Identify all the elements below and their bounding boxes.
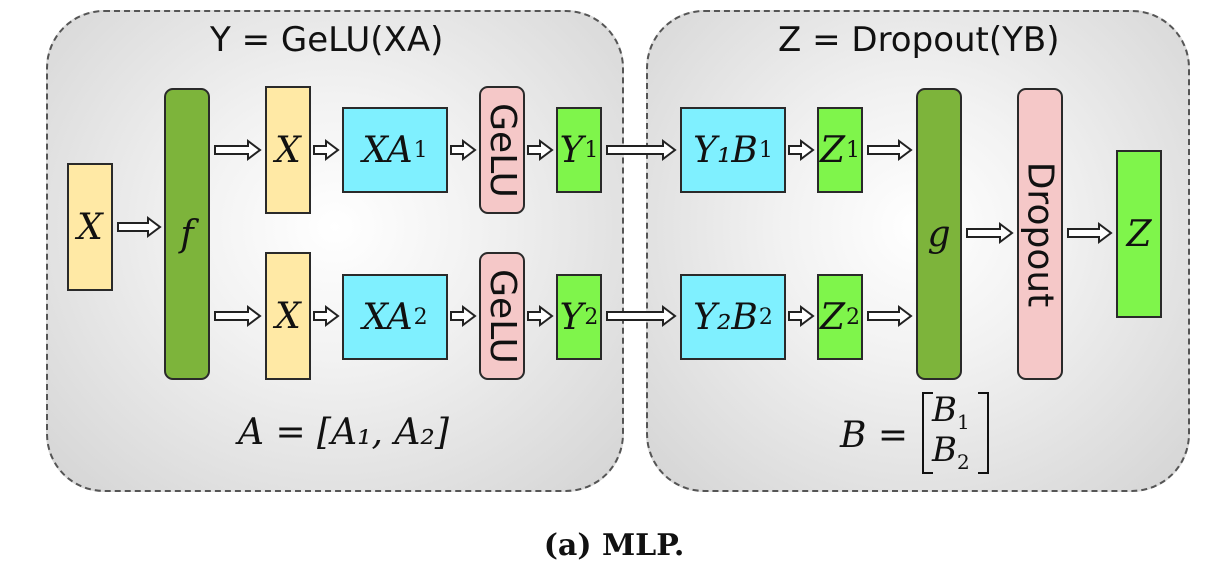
sub: 2: [413, 304, 428, 330]
label: g: [927, 213, 951, 255]
label: Dropout: [1019, 161, 1061, 307]
output-z-box: Z: [1116, 150, 1162, 318]
label: X: [77, 206, 103, 248]
f-split-box: f: [164, 88, 210, 380]
input-x-box: X: [67, 163, 113, 291]
sub: 1: [413, 137, 428, 163]
dropout-box: Dropout: [1017, 88, 1063, 380]
left-panel: [46, 10, 624, 492]
label: XA: [362, 129, 413, 171]
label: GeLU: [481, 268, 523, 364]
label: Z: [819, 129, 845, 171]
label: Y: [559, 129, 584, 171]
branch1-x-box: X: [265, 86, 311, 214]
equation-a: A = [A₁, A₂]: [238, 412, 449, 453]
matrix-row-2: B2: [932, 430, 970, 474]
sub: 2: [758, 304, 773, 330]
sub: 2: [957, 449, 970, 474]
label: Y₂B: [693, 296, 758, 338]
label: X: [275, 295, 301, 337]
label: Z: [1126, 213, 1152, 255]
branch1-gelu-box: GeLU: [479, 86, 525, 214]
label: B: [932, 430, 957, 470]
left-panel-title: Y = GeLU(XA): [210, 20, 444, 60]
label: B: [932, 390, 957, 430]
label: Y₁B: [693, 129, 758, 171]
sub: 1: [758, 137, 773, 163]
g-merge-box: g: [916, 88, 962, 380]
matrix-right-bracket: [978, 392, 989, 474]
label: Z: [819, 296, 845, 338]
label: XA: [362, 296, 413, 338]
figure-caption: (a) MLP.: [543, 528, 685, 563]
matrix-row-1: B1: [932, 390, 970, 434]
right-panel-title: Z = Dropout(YB): [778, 20, 1060, 60]
branch2-x-box: X: [265, 252, 311, 380]
label: X: [275, 129, 301, 171]
sub: 1: [584, 137, 599, 163]
branch2-gelu-box: GeLU: [479, 252, 525, 380]
label: GeLU: [481, 102, 523, 198]
sub: 1: [846, 137, 860, 163]
matrix-left-bracket: [922, 392, 933, 474]
sub: 1: [957, 409, 970, 434]
label: f: [180, 213, 194, 255]
equation-b-lhs: B =: [840, 415, 909, 456]
sub: 2: [846, 304, 860, 330]
label: Y: [559, 296, 584, 338]
sub: 2: [584, 304, 599, 330]
